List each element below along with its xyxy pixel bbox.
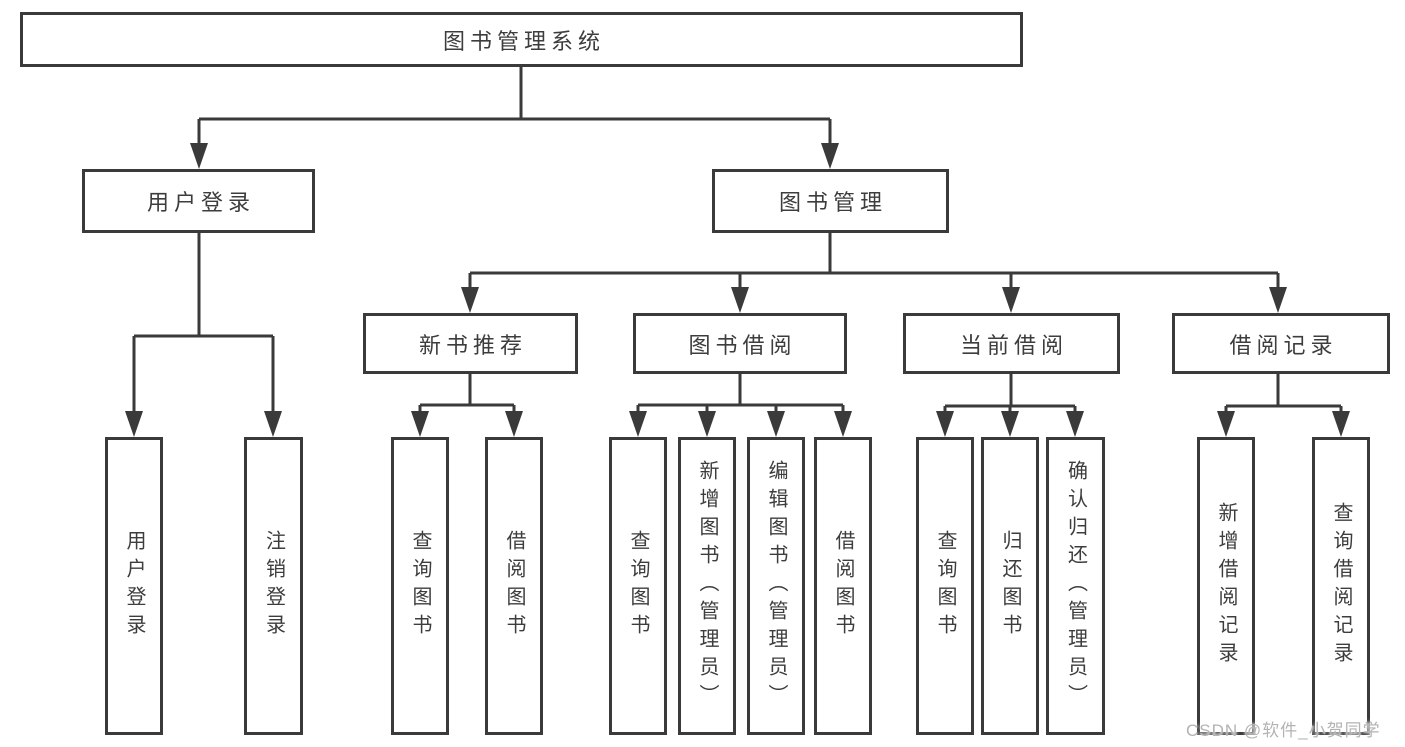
node-leaf-add-books-admin: 新增图书（管理员） [678,437,736,735]
csdn-watermark: CSDN @软件_小贺同学 [1186,721,1381,740]
node-leaf-borrow-books-1: 借阅图书 [485,437,543,735]
node-label: 查询借阅记录 [1330,502,1352,670]
node-leaf-add-borrow-record: 新增借阅记录 [1197,437,1255,735]
node-label: 借阅记录 [1229,332,1338,358]
node-user-login: 用户登录 [82,169,315,233]
node-leaf-query-books-3: 查询图书 [916,437,974,735]
node-leaf-user-login: 用户登录 [105,437,163,735]
node-leaf-query-books-2: 查询图书 [609,437,667,735]
node-new-book-recommend: 新书推荐 [363,313,578,374]
node-label: 用户登录 [146,190,255,215]
node-leaf-return-books: 归还图书 [981,437,1039,735]
node-label: 当前借阅 [959,332,1068,358]
node-label: 编辑图书（管理员） [765,460,787,712]
node-label: 新增借阅记录 [1215,502,1237,670]
node-label: 注销登录 [262,530,285,642]
node-leaf-borrow-books-2: 借阅图书 [814,437,872,735]
node-leaf-confirm-return-admin: 确认归还（管理员） [1046,437,1105,735]
node-label: 查询图书 [409,530,431,642]
node-label: 新增图书（管理员） [696,460,718,712]
node-label: 图书借阅 [688,332,797,358]
node-label: 查询图书 [934,530,956,642]
node-borrowing-records: 借阅记录 [1172,313,1390,374]
node-label: 借阅图书 [832,530,854,642]
node-label: 新书推荐 [418,332,527,358]
node-label: 图书管理系统 [442,28,605,54]
node-label: 确认归还（管理员） [1064,460,1087,712]
node-leaf-edit-books-admin: 编辑图书（管理员） [747,437,805,735]
node-book-management: 图书管理 [712,169,949,233]
node-current-borrowing: 当前借阅 [903,313,1120,374]
node-label: 查询图书 [627,530,649,642]
node-leaf-logout: 注销登录 [244,437,303,735]
node-label: 借阅图书 [503,530,525,642]
node-label: 图书管理 [778,190,887,215]
node-leaf-query-books-1: 查询图书 [391,437,449,735]
node-book-borrowing: 图书借阅 [633,313,847,374]
node-leaf-query-borrow-record: 查询借阅记录 [1312,437,1370,735]
node-root-library-system: 图书管理系统 [20,12,1023,67]
node-label: 用户登录 [123,530,145,642]
arrowheads [125,143,1350,437]
node-label: 归还图书 [999,530,1021,642]
